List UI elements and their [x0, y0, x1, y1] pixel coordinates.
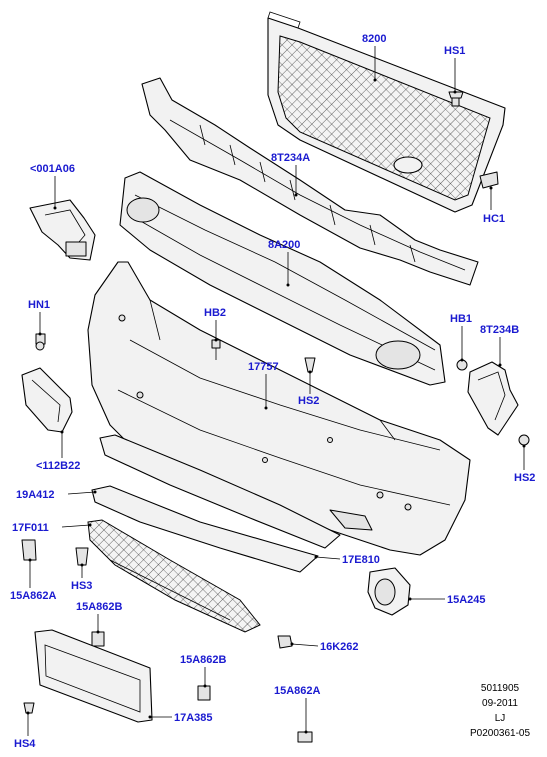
- upper-bracket: [141, 77, 479, 286]
- callout-17757[interactable]: 17757: [248, 361, 279, 373]
- callout-15a862a-lower[interactable]: 15A862A: [274, 685, 321, 697]
- drawing-reference: P0200361-05: [469, 728, 531, 739]
- grille-clip-hs1: [448, 91, 464, 107]
- callout-hn1[interactable]: HN1: [28, 299, 50, 311]
- bumper-cover: [87, 261, 471, 556]
- callout-hb2[interactable]: HB2: [204, 307, 226, 319]
- lower-trim-deflector: [91, 485, 319, 573]
- callout-8a200[interactable]: 8A200: [268, 239, 300, 251]
- callout-8200[interactable]: 8200: [362, 33, 386, 45]
- callout-15a862a-left[interactable]: 15A862A: [10, 590, 57, 602]
- callout-15a245[interactable]: 15A245: [447, 594, 486, 606]
- callout-hc1[interactable]: HC1: [483, 213, 505, 225]
- licence-plate-bracket: [34, 629, 153, 723]
- callout-19a412[interactable]: 19A412: [16, 489, 55, 501]
- drawing-code: 5011905: [480, 683, 520, 694]
- callout-8t234b[interactable]: 8T234B: [480, 324, 519, 336]
- air-duct: [29, 199, 96, 261]
- grille: [267, 11, 506, 213]
- fog-lamp-bezel: [367, 567, 411, 616]
- drawing-initials: LJ: [494, 713, 506, 724]
- callout-hs2-center[interactable]: HS2: [298, 395, 319, 407]
- callout-hs2-right[interactable]: HS2: [514, 472, 535, 484]
- callout-labels: 8200 HS1 <001A06 8T234A HC1 8A200 HN1 HB…: [10, 33, 535, 750]
- clip-16k262: [277, 635, 293, 649]
- callout-hs4[interactable]: HS4: [14, 738, 36, 750]
- callout-8t234a[interactable]: 8T234A: [271, 152, 310, 164]
- callout-16k262[interactable]: 16K262: [320, 641, 359, 653]
- clip-15a862b-lower: [197, 685, 211, 701]
- callout-hs3[interactable]: HS3: [71, 580, 92, 592]
- nut-hn1: [35, 333, 46, 351]
- callout-15a862b-lower[interactable]: 15A862B: [180, 654, 227, 666]
- clip-hs3: [75, 547, 89, 566]
- grille-clip-hc1: [479, 171, 499, 189]
- drawing-date: 09-2011: [482, 698, 518, 709]
- callout-17f011[interactable]: 17F011: [12, 522, 49, 534]
- leader-lines: [26, 46, 526, 736]
- screw-hs4: [23, 702, 35, 714]
- clip-15a862a-lower: [297, 731, 313, 743]
- lower-mesh-grille: [87, 519, 261, 633]
- callout-112b22[interactable]: <112B22: [36, 460, 80, 472]
- screw-hs2-right: [518, 434, 530, 446]
- callout-001a06[interactable]: <001A06: [30, 163, 75, 175]
- right-side-bracket: [467, 361, 519, 436]
- clip-15a862a-left: [21, 539, 37, 561]
- left-side-bracket: [21, 367, 73, 433]
- callout-17a385[interactable]: 17A385: [174, 712, 213, 724]
- callout-17e810[interactable]: 17E810: [342, 554, 380, 566]
- callout-15a862b-upper[interactable]: 15A862B: [76, 601, 123, 613]
- screw-hs2-center: [304, 357, 316, 373]
- lower-trim-upper: [99, 434, 341, 549]
- callout-hb1[interactable]: HB1: [450, 313, 472, 325]
- callout-hs1[interactable]: HS1: [444, 45, 465, 57]
- reinforcement-beam: [119, 171, 446, 386]
- clip-15a862b-upper: [91, 631, 105, 647]
